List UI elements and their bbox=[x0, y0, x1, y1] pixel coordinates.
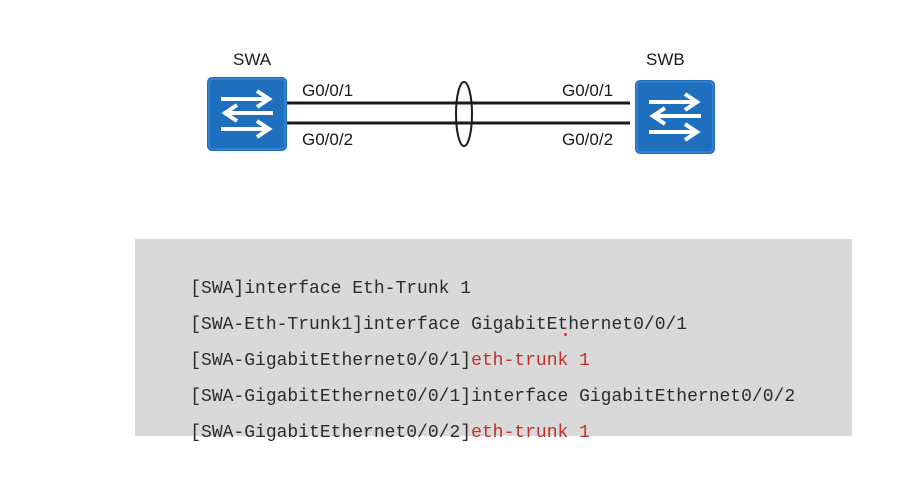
cli-line: [SWA]interface Eth-Trunk 1 bbox=[147, 259, 471, 319]
cli-config-box: [SWA]interface Eth-Trunk 1 [SWA-Eth-Trun… bbox=[135, 239, 852, 443]
eth-trunk-bundle-ellipse bbox=[455, 81, 473, 147]
switch-b-port2: G0/0/2 bbox=[562, 130, 614, 149]
switch-a-port2: G0/0/2 bbox=[302, 130, 354, 149]
pointer-dot bbox=[564, 333, 567, 336]
cli-highlight: eth-trunk 1 bbox=[471, 423, 590, 443]
cli-line: [SWA-GigabitEthernet0/0/1]interface Giga… bbox=[147, 367, 795, 427]
topology-diagram: SWA G0/0/1 G0/0/2 SWB G bbox=[0, 0, 923, 200]
switch-icon bbox=[207, 77, 287, 151]
switch-a-name: SWA bbox=[233, 50, 272, 69]
cli-line: [SWA-Eth-Trunk1]interface GigabitEtherne… bbox=[147, 295, 687, 355]
switch-b-name: SWB bbox=[646, 50, 685, 69]
cli-command: [SWA-GigabitEthernet0/0/1] bbox=[190, 351, 472, 371]
switch-a-port1: G0/0/1 bbox=[302, 81, 354, 100]
switch-b-port1: G0/0/1 bbox=[562, 81, 614, 100]
cli-command: [SWA]interface Eth-Trunk 1 bbox=[190, 279, 472, 299]
cli-line: [SWA-GigabitEthernet0/0/1]eth-trunk 1 bbox=[147, 331, 590, 391]
links-layer bbox=[285, 81, 630, 147]
switch-icon bbox=[635, 80, 715, 154]
cli-command: [SWA-GigabitEthernet0/0/2] bbox=[190, 423, 472, 443]
cli-line: [SWA-GigabitEthernet0/0/2]eth-trunk 1 bbox=[147, 403, 590, 463]
cli-command: [SWA-GigabitEthernet0/0/1]interface Giga… bbox=[190, 387, 796, 407]
cli-command: [SWA-Eth-Trunk1]interface GigabitEtherne… bbox=[190, 315, 688, 335]
cli-highlight: eth-trunk 1 bbox=[471, 351, 590, 371]
